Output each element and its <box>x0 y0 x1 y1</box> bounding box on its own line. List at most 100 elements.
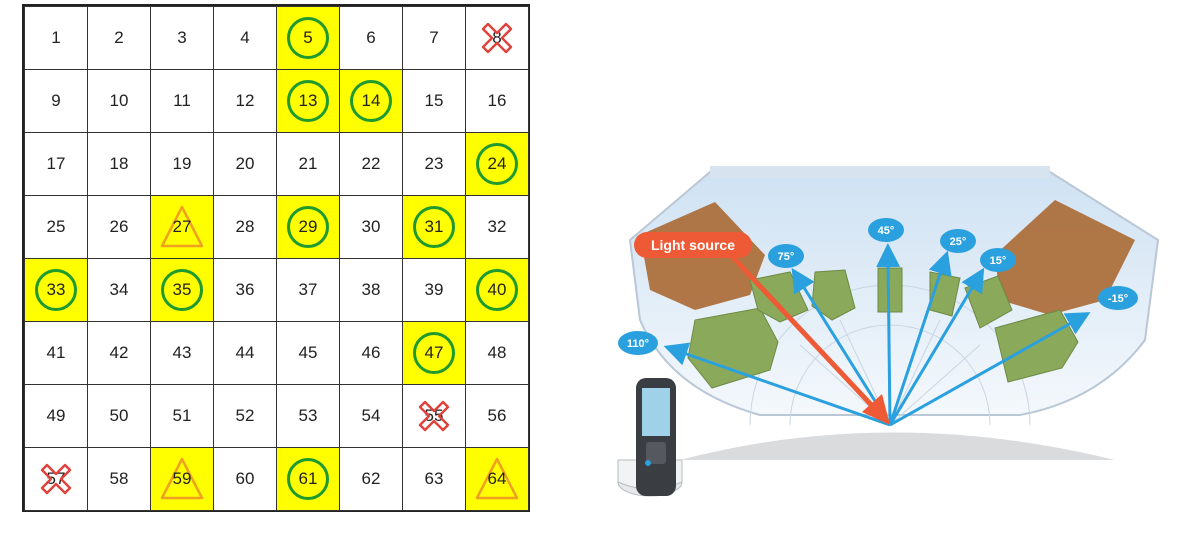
grid-cell: 24 <box>465 132 529 196</box>
cell-number: 49 <box>46 406 66 425</box>
grid-cell: 36 <box>213 258 277 322</box>
grid-cell: 2 <box>87 6 151 70</box>
grid-cell: 52 <box>213 384 277 448</box>
cell-number: 3 <box>177 28 187 47</box>
cell-number: 42 <box>109 343 129 362</box>
cell-number: 1 <box>51 28 61 47</box>
cross-mark <box>474 15 520 61</box>
cell-number: 56 <box>487 406 507 425</box>
grid-cell: 63 <box>402 447 466 511</box>
cell-number: 19 <box>172 154 192 173</box>
cell-number: 34 <box>109 280 129 299</box>
grid-cell: 40 <box>465 258 529 322</box>
cell-number: 48 <box>487 343 507 362</box>
cell-number: 50 <box>109 406 129 425</box>
triangle-mark <box>474 456 520 502</box>
cell-number: 59 <box>172 469 192 488</box>
cell-number: 55 <box>424 406 444 425</box>
circle-mark <box>287 17 329 59</box>
measurement-geometry-diagram: 110° 75° 45° 25° 15° -15° Light source <box>600 160 1196 520</box>
grid-cell: 32 <box>465 195 529 259</box>
grid-cell: 45 <box>276 321 340 385</box>
angle-badge-25 <box>940 229 976 253</box>
cell-number: 25 <box>46 217 66 236</box>
cell-number: 11 <box>173 91 191 110</box>
light-source-label: Light source <box>651 237 735 253</box>
circle-mark <box>287 206 329 248</box>
grid-cell: 48 <box>465 321 529 385</box>
instrument-icon <box>617 378 683 497</box>
circle-mark <box>287 458 329 500</box>
circle-mark <box>287 80 329 122</box>
grid-cell: 33 <box>24 258 88 322</box>
grid-cell: 17 <box>24 132 88 196</box>
cell-number: 35 <box>172 280 192 299</box>
angle-badge-15 <box>980 248 1016 272</box>
grid-cell: 15 <box>402 69 466 133</box>
grid-cell: 57 <box>24 447 88 511</box>
grid-cell: 26 <box>87 195 151 259</box>
grid-cell: 41 <box>24 321 88 385</box>
grid-cell: 29 <box>276 195 340 259</box>
cell-number: 5 <box>303 28 313 47</box>
cell-number: 16 <box>487 91 507 110</box>
cell-number: 4 <box>240 28 250 47</box>
grid-cell: 30 <box>339 195 403 259</box>
grid-cell: 23 <box>402 132 466 196</box>
grid-cell: 38 <box>339 258 403 322</box>
cell-number: 26 <box>109 217 129 236</box>
grid-cell: 59 <box>150 447 214 511</box>
grid-cell: 8 <box>465 6 529 70</box>
grid-cell: 60 <box>213 447 277 511</box>
cell-number: 53 <box>298 406 318 425</box>
angle-badge-45 <box>868 218 904 242</box>
angle-label-110: 110° <box>627 338 649 350</box>
angle-label-15: 15° <box>990 255 1007 267</box>
cell-number: 7 <box>429 28 439 47</box>
grid-cell: 58 <box>87 447 151 511</box>
circle-mark <box>413 206 455 248</box>
cell-number: 15 <box>424 91 444 110</box>
grid-cell: 44 <box>213 321 277 385</box>
grid-cell: 13 <box>276 69 340 133</box>
circle-mark <box>350 80 392 122</box>
cell-number: 21 <box>298 154 318 173</box>
cell-number: 40 <box>487 280 507 299</box>
grid-cell: 7 <box>402 6 466 70</box>
grid-cell: 42 <box>87 321 151 385</box>
cross-mark <box>33 456 79 502</box>
cell-number: 29 <box>298 217 318 236</box>
cell-number: 9 <box>51 91 61 110</box>
cell-number: 17 <box>46 154 66 173</box>
cell-number: 62 <box>361 469 381 488</box>
cell-number: 37 <box>298 280 318 299</box>
grid-cell: 9 <box>24 69 88 133</box>
angle-badge-110 <box>618 331 658 355</box>
grid-cell: 19 <box>150 132 214 196</box>
cell-number: 39 <box>424 280 444 299</box>
grid-cell: 14 <box>339 69 403 133</box>
cell-number: 33 <box>46 280 66 299</box>
circle-mark <box>161 269 203 311</box>
angle-label-25: 25° <box>950 236 967 248</box>
grid-cell: 34 <box>87 258 151 322</box>
cell-number: 38 <box>361 280 381 299</box>
cell-number: 28 <box>235 217 255 236</box>
cell-number: 30 <box>361 217 381 236</box>
grid-cell: 3 <box>150 6 214 70</box>
angle-badge-75 <box>768 244 804 268</box>
cell-number: 23 <box>424 154 444 173</box>
grid-cell: 64 <box>465 447 529 511</box>
sample-surface <box>680 432 1115 460</box>
grid-cell: 16 <box>465 69 529 133</box>
grid-cell: 28 <box>213 195 277 259</box>
triangle-mark <box>159 204 205 250</box>
grid-cell: 18 <box>87 132 151 196</box>
grid-cell: 51 <box>150 384 214 448</box>
cell-number: 10 <box>109 91 129 110</box>
grid-cell: 27 <box>150 195 214 259</box>
grid-cell: 22 <box>339 132 403 196</box>
grid-cell: 39 <box>402 258 466 322</box>
cell-number: 20 <box>235 154 255 173</box>
